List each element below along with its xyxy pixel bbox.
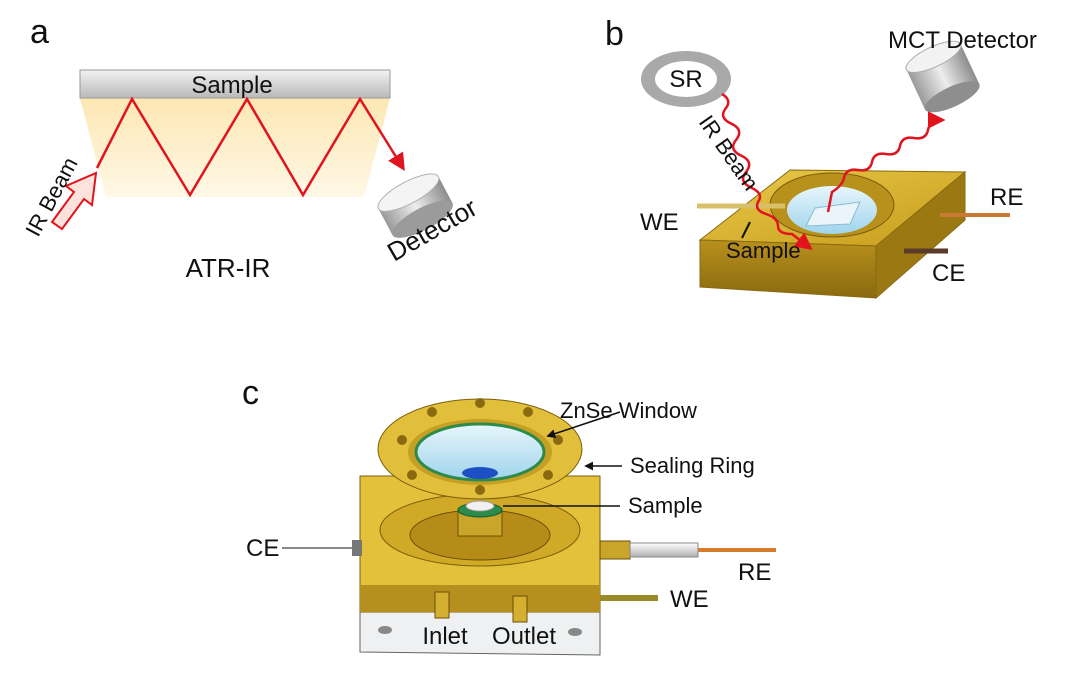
panel-c-letter: c [242, 374, 259, 412]
panel-b: b SR MCT Detector WE RE [605, 15, 1037, 300]
ring-label: Sealing Ring [630, 453, 755, 478]
znse-window [414, 422, 546, 482]
panel-a: a Sample IR Beam Detector ATR-IR [20, 13, 482, 283]
sample-label-b: Sample [726, 238, 801, 263]
re-fitting [599, 540, 631, 560]
window-sample-spot [462, 467, 498, 479]
outlet-label: Outlet [492, 623, 556, 650]
base-plate [359, 611, 601, 656]
we-label-b: WE [640, 209, 679, 236]
window-label: ZnSe Window [560, 398, 697, 423]
ce-label-c: CE [246, 535, 279, 562]
sample-plate [805, 201, 861, 227]
re-label-b: RE [990, 184, 1023, 211]
window-leader [546, 411, 621, 438]
sample-label: Sample [191, 72, 272, 99]
spectro-cell-block [698, 169, 967, 300]
atr-ir-caption: ATR-IR [186, 253, 271, 283]
re-label-c: RE [738, 559, 771, 586]
incident-wavy-beam [721, 92, 813, 251]
incoming-beam-arrow-icon [50, 171, 98, 231]
sample-label-c: Sample [628, 493, 703, 518]
sample-layer [79, 69, 391, 99]
panel-b-letter: b [605, 15, 624, 53]
cell-body-front [360, 585, 600, 612]
detector-icon [377, 173, 453, 238]
reflected-ir-beam [95, 96, 405, 198]
outgoing-wavy-beam [826, 111, 946, 213]
re-tube [629, 542, 699, 558]
mct-detector-icon [905, 40, 980, 113]
mct-detector-label: MCT Detector [888, 27, 1037, 54]
base-screw-left [378, 626, 392, 634]
we-label-c: WE [670, 586, 709, 613]
synchrotron-ring-icon [641, 51, 731, 107]
inlet-label: Inlet [422, 623, 468, 650]
ce-connector [352, 540, 362, 556]
sample-pointer-b [741, 221, 751, 239]
inlet-fitting [434, 591, 450, 619]
sr-label: SR [669, 66, 702, 93]
atr-crystal [80, 98, 390, 197]
panel-c: c CE RE WE Inlet Outlet [242, 374, 776, 656]
outlet-fitting [512, 595, 528, 623]
panel-a-letter: a [30, 13, 49, 51]
ce-label-b: CE [932, 260, 965, 287]
sample-disc [465, 500, 495, 512]
base-screw-right [568, 628, 582, 636]
